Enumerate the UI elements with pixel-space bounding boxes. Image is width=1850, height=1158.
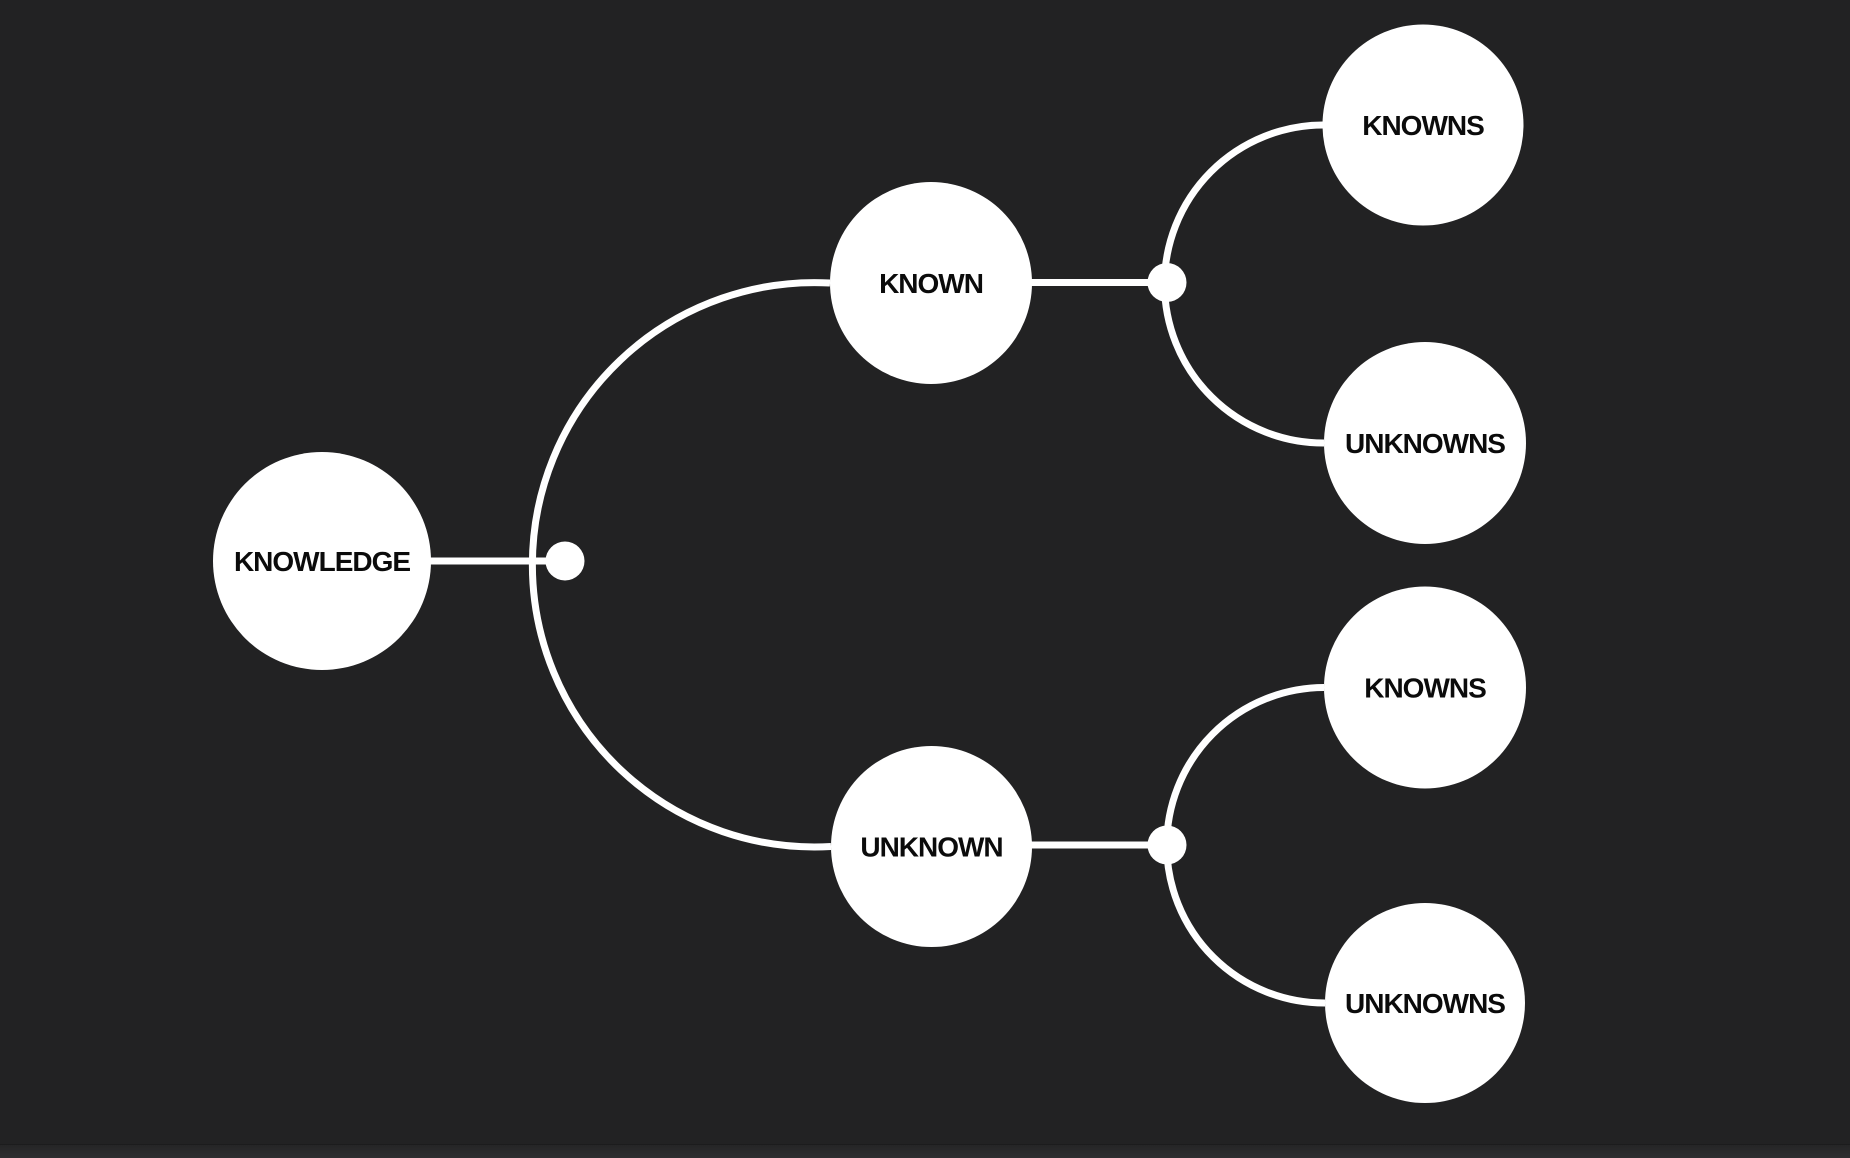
branch-dot-unknown <box>1147 825 1187 865</box>
connectors <box>322 121 1326 1007</box>
node-known-unknowns[interactable]: UNKNOWNS <box>1324 342 1526 544</box>
node-unknown-circle[interactable] <box>831 746 1032 947</box>
node-knowledge-circle[interactable] <box>213 452 431 670</box>
bottom-window-edge <box>0 1144 1850 1158</box>
node-unknown-unknowns[interactable]: UNKNOWNS <box>1325 903 1525 1103</box>
node-knowledge-label: KNOWLEDGE <box>234 546 410 577</box>
node-known-knowns-label: KNOWNS <box>1362 110 1484 141</box>
node-known-circle[interactable] <box>830 182 1032 384</box>
branch-dot-known <box>1147 263 1187 302</box>
connector-known-arc <box>1161 121 1325 447</box>
node-unknown-knowns-circle[interactable] <box>1324 586 1526 789</box>
node-known-knowns-circle[interactable] <box>1322 24 1524 226</box>
node-known-label: KNOWN <box>879 268 983 299</box>
node-unknown-unknowns-label: UNKNOWNS <box>1345 988 1505 1019</box>
connector-unknown-arc <box>1163 684 1326 1007</box>
connector-root-arc <box>528 279 832 851</box>
branch-dot-root <box>545 541 585 581</box>
node-knowledge[interactable]: KNOWLEDGE <box>213 452 431 670</box>
node-unknown-unknowns-circle[interactable] <box>1325 903 1525 1103</box>
node-known-knowns[interactable]: KNOWNS <box>1322 24 1524 226</box>
node-unknown-knowns-label: KNOWNS <box>1364 673 1486 704</box>
node-known[interactable]: KNOWN <box>830 182 1032 384</box>
node-unknown-label: UNKNOWN <box>860 832 1002 863</box>
branch-points <box>545 263 1187 865</box>
node-known-unknowns-label: UNKNOWNS <box>1345 428 1505 459</box>
node-unknown-knowns[interactable]: KNOWNS <box>1324 586 1526 789</box>
node-unknown[interactable]: UNKNOWN <box>831 746 1032 947</box>
node-known-unknowns-circle[interactable] <box>1324 342 1526 544</box>
